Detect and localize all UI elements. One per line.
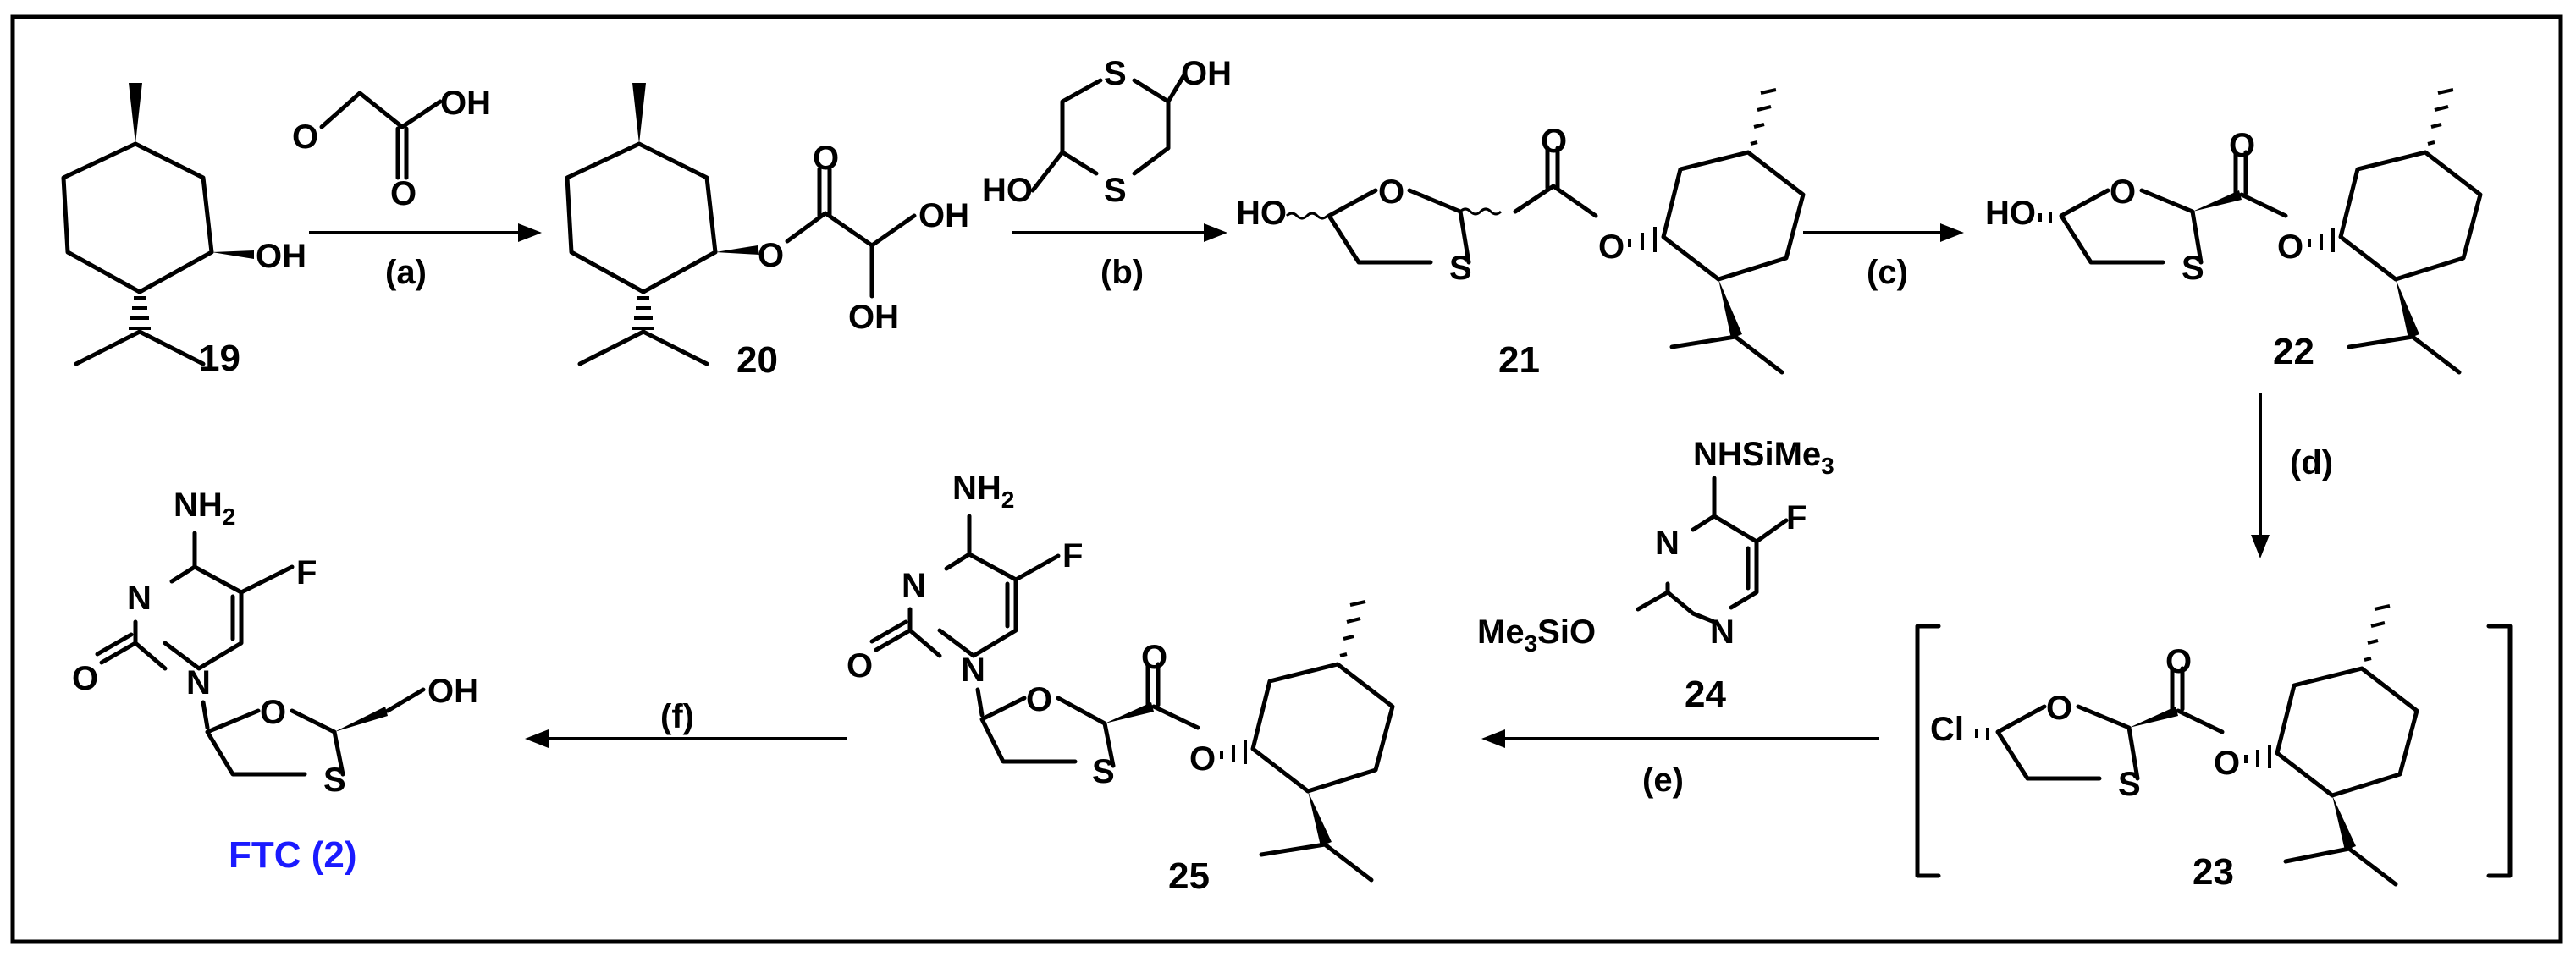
- o-label: O: [2214, 745, 2240, 782]
- f-label: F: [1062, 537, 1083, 575]
- n-label: N: [902, 567, 926, 604]
- n-label: N: [127, 580, 152, 617]
- n-label: N: [186, 664, 211, 701]
- s-label: S: [1104, 172, 1127, 209]
- compound-number-21: 21: [1498, 339, 1540, 381]
- condition-d: (d): [2290, 444, 2333, 481]
- compound-number-24: 24: [1685, 674, 1726, 715]
- arrow-d: (d): [2251, 393, 2333, 558]
- o-label: O: [2110, 173, 2136, 211]
- compound-23: Cl O S O O 23: [1915, 604, 2513, 893]
- cl-label: Cl: [1930, 711, 1964, 748]
- s-label: S: [2182, 250, 2204, 287]
- reagent-glyoxylic-acid: O OH O: [292, 85, 491, 212]
- arrow-e: (e): [1481, 729, 1879, 799]
- ho-label: HO: [1236, 195, 1287, 232]
- condition-c: (c): [1867, 254, 1908, 291]
- compound-21: HO O S O O 21: [1236, 88, 1806, 381]
- s-label: S: [2118, 766, 2141, 803]
- arrow-f: (f): [525, 698, 847, 748]
- n-label: N: [961, 652, 985, 689]
- hashed-bond: [1220, 740, 1247, 764]
- o-label: O: [72, 660, 98, 697]
- condition-b: (b): [1100, 254, 1144, 291]
- compound-24: NHSiMe3 N N F Me3SiO 24: [1477, 436, 1834, 715]
- me3sio-label: Me3SiO: [1477, 613, 1596, 657]
- compound-number-23: 23: [2193, 851, 2234, 893]
- nh2-label: NH2: [952, 470, 1014, 513]
- compound-ftc: NH2 N F O N O S OH FTC (2): [72, 487, 478, 876]
- compound-22: HO O S O O 22: [1985, 88, 2483, 375]
- hashed-bond: [1339, 600, 1366, 657]
- arrow-b: (b): [1012, 223, 1227, 291]
- oh-label: OH: [256, 238, 306, 275]
- hashed-bond: [129, 296, 151, 330]
- hashed-bond: [2308, 228, 2335, 252]
- o-label: O: [1598, 228, 1624, 266]
- reagent-dithiane-diol: S OH S HO: [982, 55, 1232, 209]
- o-label: O: [1378, 173, 1404, 211]
- o-label: O: [2165, 643, 2192, 680]
- nh2-label: NH2: [174, 487, 235, 530]
- o-label: O: [292, 118, 318, 156]
- condition-a: (a): [385, 254, 427, 291]
- o-label: O: [1189, 740, 1216, 778]
- o-label: O: [1026, 681, 1052, 718]
- compound-number-25: 25: [1168, 855, 1210, 897]
- ho-label: HO: [1985, 195, 2036, 232]
- s-label: S: [323, 762, 346, 799]
- s-label: S: [1092, 753, 1115, 790]
- f-label: F: [1786, 499, 1807, 536]
- o-label: O: [2277, 228, 2303, 266]
- n-label: N: [1655, 525, 1680, 562]
- s-label: S: [1449, 250, 1472, 287]
- hashed-bond: [2244, 745, 2271, 768]
- hashed-bond: [1628, 227, 1657, 252]
- compound-number-ftc: FTC (2): [229, 834, 357, 876]
- compound-25: NH2 N F O N O S O O 25: [847, 470, 1395, 897]
- hashed-bond: [1750, 88, 1777, 146]
- n-label: N: [1710, 613, 1735, 651]
- arrow-a: (a): [309, 223, 542, 291]
- o-label: O: [847, 647, 873, 685]
- hashed-bond: [1975, 728, 1989, 740]
- oh-label: OH: [1181, 55, 1232, 92]
- compound-number-20: 20: [736, 339, 778, 381]
- o-label: O: [813, 140, 839, 177]
- condition-e: (e): [1642, 762, 1684, 799]
- hashed-bond: [2364, 604, 2391, 662]
- oh-label: OH: [918, 197, 969, 234]
- o-label: O: [1541, 123, 1567, 160]
- o-label: O: [390, 175, 416, 212]
- f-label: F: [296, 554, 317, 591]
- hashed-bond: [632, 296, 654, 330]
- o-label: O: [758, 237, 784, 274]
- o-label: O: [260, 694, 286, 731]
- o-label: O: [2229, 127, 2255, 164]
- oh-label: OH: [427, 673, 478, 710]
- compound-19-menthol: OH 19: [61, 83, 306, 379]
- scheme-frame: [10, 14, 2563, 944]
- s-label: S: [1104, 55, 1127, 92]
- oh-label: OH: [848, 299, 899, 336]
- arrow-c: (c): [1803, 223, 1964, 291]
- nhsime3-label: NHSiMe3: [1693, 436, 1834, 479]
- oh-label: OH: [440, 85, 491, 122]
- hashed-bond: [2427, 88, 2454, 146]
- compound-number-19: 19: [199, 338, 240, 379]
- o-label: O: [2046, 690, 2072, 727]
- o-label: O: [1141, 639, 1167, 676]
- ho-label: HO: [982, 172, 1033, 209]
- compound-20: O O OH OH 20: [565, 83, 969, 381]
- compound-number-22: 22: [2273, 331, 2314, 372]
- condition-f: (f): [660, 698, 694, 735]
- hashed-bond: [2038, 212, 2052, 223]
